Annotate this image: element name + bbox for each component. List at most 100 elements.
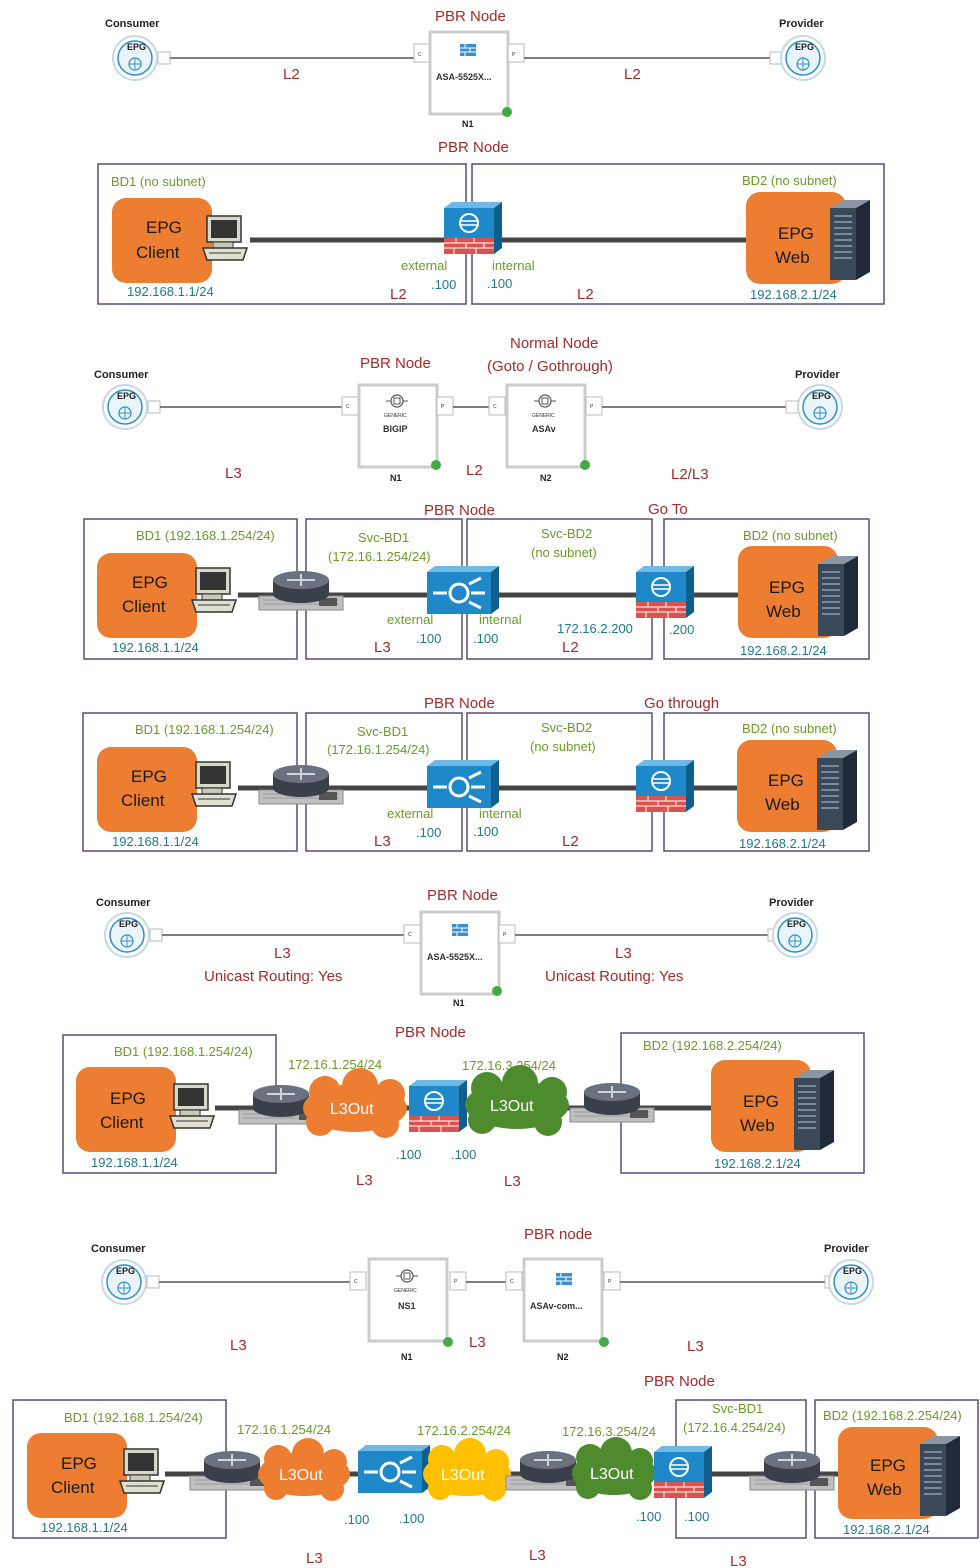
router-icon[interactable] (569, 1082, 655, 1123)
internal-ip: .100 (487, 276, 512, 291)
epg-web[interactable] (711, 1060, 811, 1152)
layer-label-1: L3 (225, 465, 242, 482)
consumer-epg-icon[interactable]: EPG (101, 1259, 147, 1305)
consumer-epg-icon[interactable]: EPG (112, 35, 158, 81)
pbr-node-label: PBR Node (438, 139, 509, 156)
svc-bd2-label: Svc-BD2 (541, 720, 592, 735)
load-balancer-icon[interactable] (425, 564, 501, 616)
epg-web[interactable] (838, 1427, 938, 1519)
provider-connector (785, 400, 799, 414)
external-label: external (387, 612, 433, 627)
epg-client[interactable] (112, 198, 212, 283)
n1-p-connector[interactable] (436, 396, 454, 416)
load-balancer-icon[interactable] (425, 758, 501, 810)
l3out-cloud-icon[interactable]: L3Out (303, 1068, 407, 1138)
n1-p-connector[interactable] (498, 924, 516, 944)
asa-firewall-icon (556, 1273, 572, 1285)
bd1-label: BD1 (192.168.1.254/24) (135, 722, 274, 737)
svg-text:EPG: EPG (843, 1266, 862, 1276)
epg-web[interactable] (738, 546, 838, 638)
l3out-label: L3Out (441, 1467, 485, 1484)
n1-device-name: ASA-5525X... (427, 952, 483, 962)
consumer-connector (146, 1275, 160, 1289)
subnet-a-label: 172.16.1.254/24 (288, 1057, 382, 1072)
firewall-icon[interactable] (635, 759, 695, 813)
epg-web[interactable] (746, 192, 846, 284)
internal-label: internal (492, 258, 535, 273)
external-ip: .100 (416, 825, 441, 840)
client-ip: 192.168.1.1/24 (112, 834, 199, 849)
firewall-icon[interactable] (653, 1445, 713, 1499)
load-balancer-icon[interactable] (356, 1443, 432, 1495)
epg-client[interactable] (27, 1433, 127, 1518)
external-ip: .100 (431, 277, 456, 292)
epg-client-line2: Client (121, 791, 165, 810)
n2-p-connector[interactable] (585, 396, 603, 416)
server-icon (793, 1069, 835, 1151)
router-icon[interactable] (749, 1450, 835, 1491)
epg-client[interactable] (97, 747, 197, 832)
bd2-layer-label: L2 (577, 286, 594, 303)
router-icon[interactable] (258, 764, 344, 805)
l3out-cloud-icon[interactable]: L3Out (258, 1438, 350, 1501)
l3out-cloud-icon[interactable]: L3Out (572, 1437, 656, 1500)
router-icon[interactable] (258, 570, 344, 611)
n1-status-dot (502, 107, 512, 117)
n1-c-connector[interactable] (413, 43, 431, 63)
n1-p-connector[interactable] (507, 43, 525, 63)
n2-device-box[interactable] (522, 1257, 604, 1343)
n1-label: N1 (462, 119, 474, 129)
provider-epg-icon[interactable]: EPG (780, 35, 826, 81)
n2-p-connector[interactable] (603, 1271, 621, 1291)
layer-label-3: L2/L3 (671, 466, 709, 483)
link-right-label: L3 (615, 945, 632, 962)
epg-client-line2: Client (51, 1478, 95, 1497)
firewall-ip: 172.16.2.200 (557, 621, 633, 636)
svg-text:C: C (346, 404, 350, 410)
provider-epg-icon[interactable]: EPG (828, 1259, 874, 1305)
panel-4-goto-topology: PBR Node Go To BD1 (192.168.1.254/24) Sv… (83, 501, 870, 660)
n2-c-connector[interactable] (505, 1271, 523, 1291)
epg-client-line2: Client (100, 1113, 144, 1132)
svg-text:EPG: EPG (117, 391, 136, 401)
epg-web[interactable] (737, 740, 837, 832)
layer-label-2: L3 (529, 1547, 546, 1564)
consumer-label: Consumer (96, 897, 151, 909)
consumer-epg-icon[interactable]: EPG (102, 384, 148, 430)
n1-c-connector[interactable] (341, 396, 359, 416)
layer-label-2: L3 (469, 1334, 486, 1351)
consumer-label: Consumer (91, 1243, 146, 1255)
n2-c-connector[interactable] (488, 396, 506, 416)
internal-label: internal (479, 612, 522, 627)
firewall-ip-short: .200 (669, 622, 694, 637)
pbr-node-label: PBR Node (644, 1373, 715, 1390)
epg-client-line2: Client (136, 243, 180, 262)
provider-epg-icon[interactable]: EPG (772, 912, 818, 958)
firewall-icon[interactable] (443, 201, 503, 255)
panel-3-two-node-graph: Normal Node (Goto / Gothrough) PBR Node … (94, 335, 843, 483)
svg-text:EPG: EPG (119, 919, 138, 929)
provider-epg-icon[interactable]: EPG (797, 384, 843, 430)
n1-status-dot (492, 986, 502, 996)
epg-client[interactable] (76, 1067, 176, 1152)
n1-p-connector[interactable] (449, 1271, 467, 1291)
n1-label: N1 (390, 473, 402, 483)
firewall-icon[interactable] (408, 1079, 468, 1133)
generic-device-icon (396, 1269, 418, 1283)
svg-text:P: P (503, 932, 507, 938)
consumer-epg-icon[interactable]: EPG (104, 912, 150, 958)
epg-client[interactable] (97, 553, 197, 638)
n1-device-box[interactable] (367, 1257, 449, 1343)
external-label: external (401, 258, 447, 273)
computer-icon (191, 567, 237, 613)
generic-device-icon (534, 394, 556, 408)
l3out-cloud-icon[interactable]: L3Out (423, 1438, 511, 1501)
l3out-cloud-icon[interactable]: L3Out (465, 1065, 569, 1136)
bd2-label: BD2 (192.168.2.254/24) (643, 1038, 782, 1053)
layer-right-label: L3 (504, 1173, 521, 1190)
firewall-icon[interactable] (635, 565, 695, 619)
n2-label: N2 (540, 473, 552, 483)
n1-c-connector[interactable] (403, 924, 421, 944)
svg-text:EPG: EPG (116, 1266, 135, 1276)
n1-c-connector[interactable] (349, 1271, 367, 1291)
